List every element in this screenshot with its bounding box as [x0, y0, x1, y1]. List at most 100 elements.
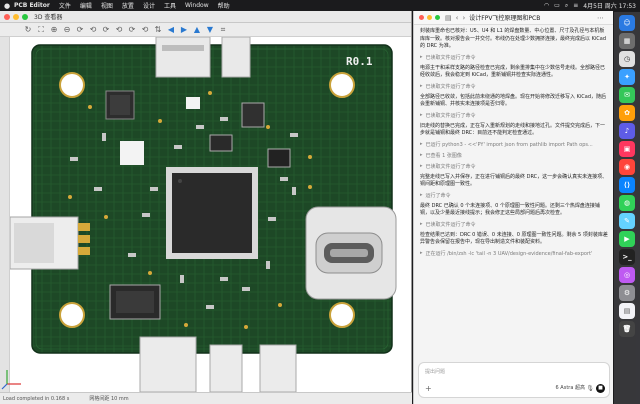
more-options-icon[interactable]: ⋯: [597, 13, 604, 22]
dock-clock-icon[interactable]: ◷: [619, 51, 635, 67]
tool-activity-row[interactable]: ▸已读取文件运行了命令: [420, 163, 608, 170]
dock-launchpad-icon[interactable]: ▦: [619, 33, 635, 49]
tool-activity-label: 已读取文件运行了命令: [425, 112, 476, 119]
tool-activity-row[interactable]: ▸已读取文件运行了命令: [420, 221, 608, 228]
dock-photos-icon[interactable]: ✿: [619, 105, 635, 121]
microphone-icon[interactable]: 🎙: [586, 385, 594, 392]
pan-right-icon[interactable]: ▶: [180, 24, 188, 34]
dock-facetime-icon[interactable]: ▶: [619, 231, 635, 247]
menubar-clock[interactable]: 4月5日 周六 17:53: [583, 3, 636, 10]
expand-chevron-icon[interactable]: ▸: [420, 250, 423, 256]
pan-left-icon[interactable]: ◀: [167, 24, 175, 34]
ortho-view-icon[interactable]: ⌗: [220, 24, 226, 34]
back-arrow-icon[interactable]: ‹: [455, 13, 459, 22]
menu-app-name[interactable]: PCB Editor: [14, 2, 50, 9]
rotate-x-ccw-icon[interactable]: ⟲: [89, 24, 97, 34]
chat-input[interactable]: [425, 367, 595, 377]
menu-design[interactable]: 设计: [142, 3, 155, 10]
dock-settings-icon[interactable]: ⚙: [619, 285, 635, 301]
menu-edit[interactable]: 编辑: [79, 3, 92, 10]
dock-vscode-icon[interactable]: ⟨⟩: [619, 177, 635, 193]
search-icon[interactable]: ⌕: [564, 1, 569, 9]
expand-chevron-icon[interactable]: ▸: [420, 141, 423, 147]
dock-music-icon[interactable]: ♪: [619, 123, 635, 139]
flip-board-icon[interactable]: ⇅: [154, 24, 162, 34]
control-center-icon[interactable]: ≡: [573, 2, 579, 9]
tool-activity-label: 已读取文件运行了命令: [425, 221, 476, 228]
expand-chevron-icon[interactable]: ▸: [420, 112, 423, 118]
send-button[interactable]: ■: [596, 384, 605, 393]
chat-minimize-button[interactable]: [427, 15, 432, 20]
sidebar-toggle-icon[interactable]: ▤: [445, 13, 452, 22]
apple-menu-icon[interactable]: ●: [3, 1, 11, 10]
rotate-z-ccw-icon[interactable]: ⟲: [141, 24, 149, 34]
rotate-x-cw-icon[interactable]: ⟳: [76, 24, 84, 34]
menu-bar: ● PCB Editor 文件 编辑 视图 放置 设计 工具 Window 帮助…: [0, 0, 640, 11]
add-attachment-icon[interactable]: +: [425, 384, 432, 393]
pan-down-icon[interactable]: ▼: [206, 24, 214, 34]
tool-activity-row[interactable]: ▸已读取文件运行了命令: [420, 54, 608, 61]
close-button[interactable]: [4, 13, 10, 20]
expand-chevron-icon[interactable]: ▸: [420, 192, 423, 198]
tool-activity-row[interactable]: ▸正在运行 /bin/zsh -lc 'tail -n 3 UAV/design…: [420, 250, 608, 257]
dock-finder-icon[interactable]: ☺: [619, 15, 635, 31]
assistant-message: 旧走线的替换已完成，正在写入重新规划的走线和接地过孔。文件提交完成后，下一步就是…: [420, 122, 606, 137]
dock-podcasts-icon[interactable]: ◎: [619, 267, 635, 283]
mcu-chip: [166, 167, 258, 259]
top-connector-right: [221, 37, 251, 78]
forward-arrow-icon[interactable]: ›: [462, 13, 466, 22]
rotate-y-cw-icon[interactable]: ⟳: [102, 24, 110, 34]
battery-icon[interactable]: ▭: [554, 2, 560, 9]
dock-trash-icon[interactable]: 🗑: [619, 321, 635, 337]
minimize-button[interactable]: [13, 13, 19, 20]
refresh-icon[interactable]: ↻: [24, 24, 32, 34]
expand-chevron-icon[interactable]: ▸: [420, 54, 423, 60]
zoom-in-icon[interactable]: ⊕: [50, 24, 58, 34]
wifi-icon[interactable]: ◠: [543, 2, 550, 9]
axis-gizmo-icon: [1, 370, 21, 390]
tool-activity-row[interactable]: ▸已运行 python3 - <<'PY' import json from p…: [420, 141, 608, 148]
viewer-canvas[interactable]: R0.1: [10, 37, 411, 392]
tool-activity-row[interactable]: ▸运行了命令: [420, 192, 608, 199]
rotate-z-cw-icon[interactable]: ⟳: [128, 24, 136, 34]
tool-activity-row[interactable]: ▸已读取文件运行了命令: [420, 112, 608, 119]
dock-messages-icon[interactable]: ✉: [619, 87, 635, 103]
zoom-out-icon[interactable]: ⊖: [63, 24, 71, 34]
pan-up-icon[interactable]: ▲: [193, 24, 201, 34]
chat-header: ▤ ‹ › 设计FPV飞控原理图和PCB ⋯: [414, 11, 613, 25]
expand-chevron-icon[interactable]: ▸: [420, 83, 423, 89]
dock-chrome-icon[interactable]: ◉: [619, 159, 635, 175]
menu-tools[interactable]: 工具: [163, 3, 176, 10]
menu-window[interactable]: Window: [184, 2, 209, 9]
macos-dock: ☺ ▦ ◷ ✦ ✉ ✿ ♪ ▣ ◉ ⟨⟩ ◍ ✎ ▶ >_ ◎ ⚙ ▤ 🗑: [614, 12, 640, 404]
board-revision-label: R0.1: [346, 55, 373, 68]
zoom-fit-icon[interactable]: ⛶: [38, 24, 44, 34]
dock-terminal-icon[interactable]: >_: [619, 249, 635, 265]
model-selector[interactable]: 6 Astra 超高: [555, 385, 585, 391]
chat-close-button[interactable]: [419, 15, 424, 20]
vias: [68, 91, 312, 329]
dock-pcb-editor-icon[interactable]: ▤: [619, 303, 635, 319]
expand-chevron-icon[interactable]: ▸: [420, 152, 423, 158]
rotate-y-ccw-icon[interactable]: ⟲: [115, 24, 123, 34]
menu-view[interactable]: 视图: [100, 3, 113, 10]
assistant-message: 电源主干和采样支路的路径检查已完成，剩余重排集中在少数信号走线。全部路径已经收敛…: [420, 64, 606, 79]
chat-transcript[interactable]: 封装库重命也已核对：U5、U4 和 L1 的焊盘数量、中心位置、尺寸及孔径与本机…: [414, 25, 614, 363]
dock-notes-icon[interactable]: ✎: [619, 213, 635, 229]
menu-file[interactable]: 文件: [58, 3, 71, 10]
dock-wechat-icon[interactable]: ◍: [619, 195, 635, 211]
viewer-status-bar: Load completed in 0.168 s 网格间距 10 mm: [0, 392, 412, 404]
expand-chevron-icon[interactable]: ▸: [420, 221, 423, 227]
viewer-side-strip: [0, 37, 10, 392]
maximize-button[interactable]: [22, 13, 28, 20]
menu-help[interactable]: 帮助: [217, 3, 230, 10]
chat-maximize-button[interactable]: [435, 15, 440, 20]
dock-calendar-icon[interactable]: ▣: [619, 141, 635, 157]
menu-place[interactable]: 放置: [121, 3, 134, 10]
assistant-message: 最终 DRC 已确认 0 个未连接项、0 个原理图一致性问题。还剩三个热焊盘连接…: [420, 202, 600, 217]
tool-activity-label: 已查看 1 张图像: [425, 152, 462, 159]
dock-safari-icon[interactable]: ✦: [619, 69, 635, 85]
expand-chevron-icon[interactable]: ▸: [420, 163, 423, 169]
tool-activity-row[interactable]: ▸已查看 1 张图像: [420, 152, 608, 159]
tool-activity-row[interactable]: ▸已读取文件运行了命令: [420, 83, 608, 90]
